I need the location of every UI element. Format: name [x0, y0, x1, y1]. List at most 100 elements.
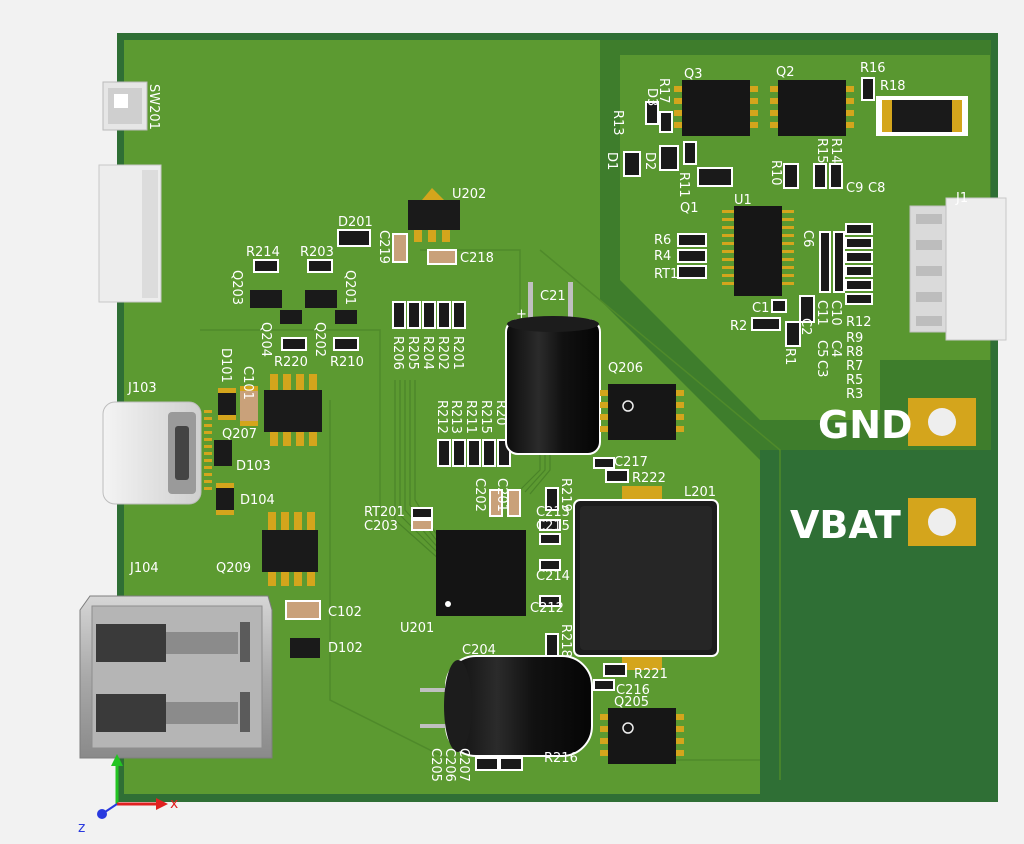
designator-c10: C10: [828, 300, 843, 326]
designator-q204: Q204: [258, 322, 273, 357]
designator-r216: R216: [544, 751, 578, 766]
axis-z-label: z: [78, 820, 85, 836]
designator-r15: R15: [814, 138, 829, 164]
designator-c1: C1: [752, 301, 769, 316]
q2-mosfet: [770, 80, 854, 136]
connector-header-left: [98, 164, 162, 303]
designator-r222: R222: [632, 471, 666, 486]
designator-r17: R17: [656, 78, 671, 104]
designator-c102: C102: [328, 605, 362, 620]
designator-r205: R205: [405, 336, 420, 370]
designator-r10: R10: [768, 160, 783, 186]
designator-u201: U201: [400, 621, 434, 636]
designator-u1: U1: [734, 193, 752, 208]
designator-r203: R203: [300, 245, 334, 260]
designator-r211: R211: [463, 400, 478, 434]
designator-q205: Q205: [614, 695, 649, 710]
designator-r202: R202: [435, 336, 450, 370]
designator-c11: C11: [814, 300, 829, 326]
designator-r13: R13: [610, 110, 625, 136]
designator-sw201: SW201: [146, 84, 161, 130]
designator-r3: R3: [846, 387, 863, 402]
designator-plus: +: [516, 307, 527, 322]
designator-rt201: RT201: [364, 505, 405, 520]
designator-d102: D102: [328, 641, 363, 656]
designator-q2: Q2: [776, 65, 795, 80]
j103-usb-c-connector: [102, 401, 212, 505]
designator-q209: Q209: [216, 561, 251, 576]
c204-electrolytic-capacitor: [420, 655, 593, 757]
designator-d2: D2: [642, 152, 657, 170]
designator-q206: Q206: [608, 361, 643, 376]
designator-c2: C2: [798, 318, 813, 335]
designator-c215: C215: [536, 519, 570, 534]
designator-j104: J104: [129, 561, 159, 576]
passives-middle: [475, 457, 629, 771]
j1-connector: [909, 197, 1007, 341]
designator-r18: R18: [880, 79, 906, 94]
gnd-pad: [908, 398, 976, 446]
vbat-pad: [908, 498, 976, 546]
designator-c214: C214: [536, 569, 570, 584]
designator-r9: R9: [846, 331, 863, 346]
designator-r1: R1: [782, 348, 797, 365]
designator-d104: D104: [240, 493, 275, 508]
designator-l201: L201: [684, 485, 716, 500]
q3-mosfet: [674, 80, 758, 136]
designator-d3: D3: [644, 88, 659, 106]
designator-r11: R11: [676, 172, 691, 198]
designator-j1: J1: [955, 191, 968, 206]
q206-power-mosfet: [600, 384, 684, 440]
designator-c206: C206: [442, 748, 457, 782]
l201-inductor: [573, 486, 719, 670]
u201-qfn-ic: [436, 530, 526, 616]
designator-c3: C3: [814, 360, 829, 377]
axis-triad: x z: [78, 754, 178, 836]
designator-q1: Q1: [680, 201, 699, 216]
designator-r210: R210: [330, 355, 364, 370]
designator-r14: R14: [828, 138, 843, 164]
vbat-label: VBAT: [790, 503, 901, 547]
designator-r220: R220: [274, 355, 308, 370]
designator-c216: C216: [616, 683, 650, 698]
designator-r5: R5: [846, 373, 863, 388]
designator-c207: C207: [456, 748, 471, 782]
designator-r221: R221: [634, 667, 668, 682]
designator-c219: C219: [376, 230, 391, 264]
designator-labels: SW201J103J104D101C101Q207D103D104Q209C10…: [127, 61, 968, 782]
designator-q201: Q201: [342, 270, 357, 305]
gnd-label: GND: [818, 403, 913, 447]
designator-c213: C213: [536, 505, 570, 520]
designator-q3: Q3: [684, 67, 703, 82]
c21-electrolytic-capacitor: [505, 282, 601, 455]
designator-r8: R8: [846, 345, 863, 360]
designator-r20x: R20: [493, 400, 508, 426]
designator-d1: D1: [604, 152, 619, 170]
designator-c8: C8: [868, 181, 885, 196]
designator-d201: D201: [338, 215, 373, 230]
designator-r214: R214: [246, 245, 280, 260]
designator-r2: R2: [730, 319, 747, 334]
designator-j103: J103: [127, 381, 157, 396]
designator-q202: Q202: [312, 322, 327, 357]
designator-r215: R215: [478, 400, 493, 434]
designator-c217: C217: [614, 455, 648, 470]
designator-d101: D101: [218, 348, 233, 383]
designator-c201: C201: [494, 478, 509, 512]
designator-c205: C205: [428, 748, 443, 782]
designator-r12: R12: [846, 315, 872, 330]
designator-r213: R213: [448, 400, 463, 434]
designator-r218: R218: [558, 624, 573, 658]
j104-usb-a-connector: [79, 595, 273, 759]
designator-u202: U202: [452, 187, 486, 202]
designator-c4: C4: [828, 340, 843, 357]
designator-r204: R204: [420, 336, 435, 370]
designator-c21: C21: [540, 289, 566, 304]
designator-r4: R4: [654, 249, 671, 264]
designator-r219: R219: [558, 478, 573, 512]
designator-r212: R212: [434, 400, 449, 434]
passives-right: [623, 77, 875, 347]
designator-r6: R6: [654, 233, 671, 248]
axis-x-label: x: [170, 796, 178, 812]
